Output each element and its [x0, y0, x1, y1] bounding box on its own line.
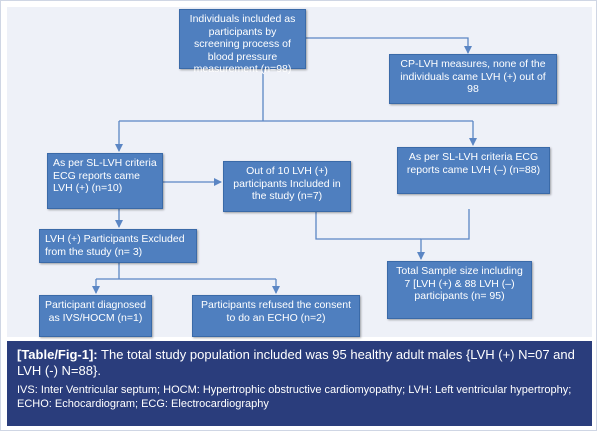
box-excluded-participants: LVH (+) Participants Excluded from the s… — [39, 229, 197, 263]
arrow-screening-to-cplvh — [306, 37, 472, 54]
box-refused-echo: Participants refused the consent to do a… — [192, 295, 360, 337]
caption-label: [Table/Fig-1]: — [17, 347, 98, 362]
box-sl-lvh-negative: As per SL-LVH criteria ECG reports came … — [397, 147, 550, 194]
caption-main: [Table/Fig-1]: The total study populatio… — [17, 347, 582, 379]
flowchart-connectors — [92, 37, 477, 294]
arrow-slneg-to-total — [417, 209, 470, 260]
box-screening: Individuals included as participants by … — [179, 9, 306, 75]
caption-text: The total study population included was … — [17, 347, 575, 378]
box-included-participants: Out of 10 LVH (+) participants Included … — [223, 161, 351, 212]
box-total-sample: Total Sample size including 7 [LVH (+) &… — [387, 261, 532, 319]
box-ivs-hocm: Participant diagnosed as IVS/HOCM (n=1) — [39, 295, 152, 337]
box-sl-lvh-positive: As per SL-LVH criteria ECG reports came … — [47, 153, 163, 209]
caption-abbreviations: IVS: Inter Ventricular septum; HOCM: Hyp… — [17, 384, 572, 410]
figure-caption: [Table/Fig-1]: The total study populatio… — [7, 341, 592, 426]
line-included-to-total — [315, 212, 421, 240]
box-cp-lvh: CP-LVH measures, none of the individuals… — [389, 54, 557, 104]
